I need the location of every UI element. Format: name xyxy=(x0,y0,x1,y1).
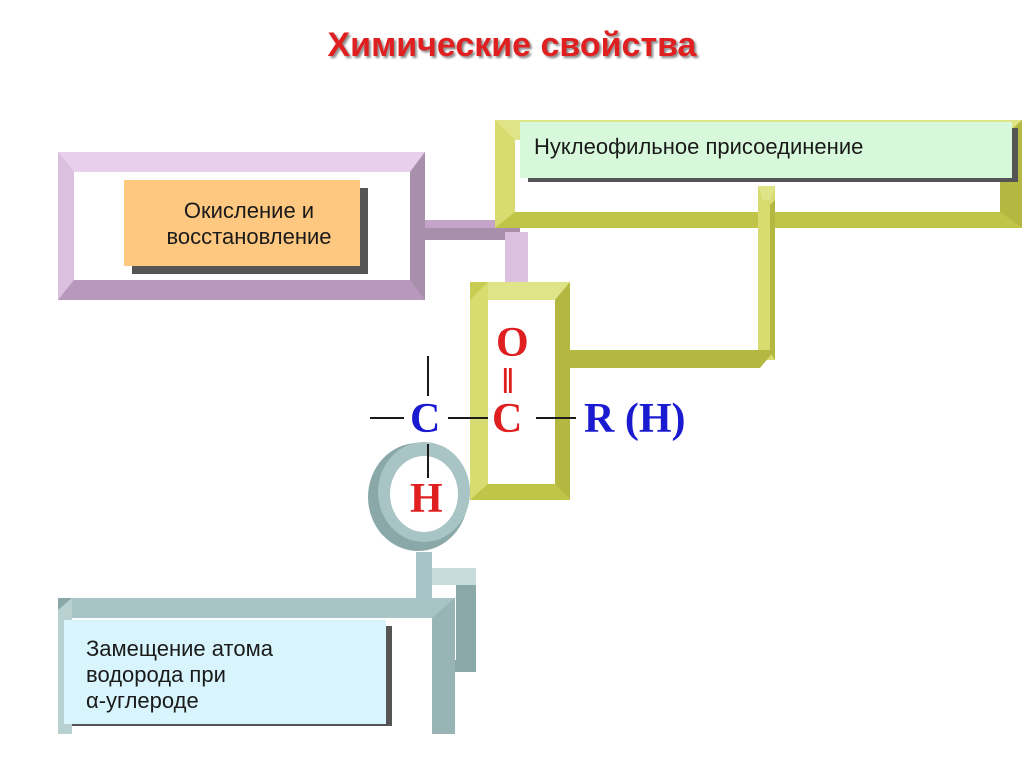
nucleophilic-panel xyxy=(520,122,1018,182)
substitution-panel xyxy=(64,620,392,726)
oxidation-label: Окисление и восстановление xyxy=(166,198,332,249)
carbonyl-carbon: C xyxy=(492,396,523,442)
nucleophilic-label: Нуклеофильное присоединение xyxy=(534,134,864,159)
oxygen-atom: O xyxy=(496,320,529,366)
oxidation-connector xyxy=(425,220,528,288)
hydrogen-ring xyxy=(368,442,470,551)
page-title: Химические свойства xyxy=(327,26,697,64)
nucleophilic-connector xyxy=(568,186,775,368)
alpha-hydrogen: H xyxy=(410,476,443,522)
substituent-group: R (H) xyxy=(584,396,686,442)
alpha-carbon: C xyxy=(410,396,441,442)
bond-lines xyxy=(370,356,576,478)
double-bond: ‖ xyxy=(502,361,514,401)
carbonyl-frame xyxy=(470,282,570,500)
oxidation-panel xyxy=(124,180,368,274)
substitution-label: Замещение атома водорода при α-углероде xyxy=(86,636,273,713)
